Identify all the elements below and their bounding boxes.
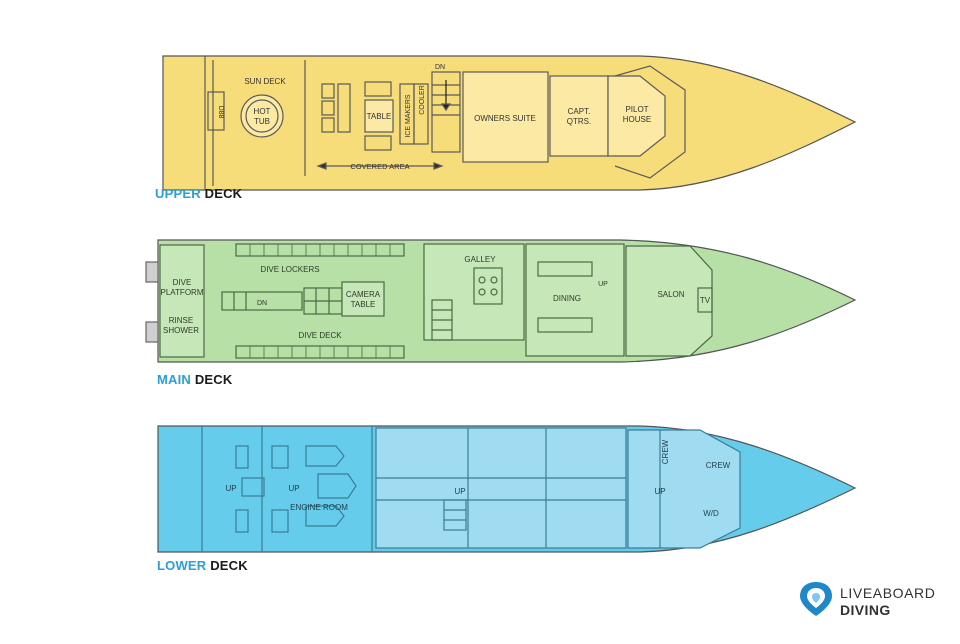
main-deck-title: MAIN DECK [157, 372, 232, 387]
main-deck-title-word: DECK [194, 372, 233, 387]
salon-room [625, 245, 713, 357]
hot-tub-label-2: TUB [254, 117, 270, 126]
ice-makers-label: ICE MAKERS [405, 94, 412, 138]
lower-deck-title: LOWER DECK [157, 558, 248, 573]
engine-room-label: ENGINE ROOM [290, 503, 348, 512]
wd-label: W/D [703, 509, 719, 518]
pilot-house [607, 75, 666, 157]
owners-suite-room [462, 71, 549, 163]
dive-platform-label-1: DIVE [173, 278, 192, 287]
tv-label: TV [700, 296, 711, 305]
main-deck-labels: DIVE PLATFORM RINSE SHOWER DIVE LOCKERS … [161, 255, 711, 340]
lower-up-label-3: UP [454, 487, 465, 496]
dive-platform-label-2: PLATFORM [161, 288, 204, 297]
galley-label: GALLEY [464, 255, 496, 264]
main-deck-title-highlight: MAIN [157, 372, 192, 387]
hot-tub-label-1: HOT [254, 107, 271, 116]
camera-table [341, 281, 385, 317]
salon-label: SALON [657, 290, 684, 299]
covered-area-label: COVERED AREA [350, 162, 409, 171]
lower-up-label-4: UP [654, 487, 665, 496]
main-deck-plan [145, 239, 857, 363]
upper-deck-title-highlight: UPPER [155, 186, 201, 201]
hull-mark-label: D88 [217, 106, 224, 119]
dive-deck-label: DIVE DECK [298, 331, 342, 340]
lower-deck-title-highlight: LOWER [157, 558, 207, 573]
crew-quarters [627, 429, 741, 549]
upper-deck-title: UPPER DECK [155, 186, 242, 201]
owners-suite-label: OWNERS SUITE [474, 114, 536, 123]
liveaboard-diving-logo-icon [800, 582, 832, 616]
rinse-shower-label-2: SHOWER [163, 326, 199, 335]
capt-label-2: QTRS. [567, 117, 591, 126]
table-label: TABLE [367, 112, 392, 121]
cooler-label: COOLER [419, 85, 426, 115]
pilot-label-1: PILOT [625, 105, 648, 114]
lower-up-label-2: UP [288, 484, 299, 493]
logo-line1: LIVEABOARD [840, 585, 936, 601]
dining-label: DINING [553, 294, 581, 303]
liveaboard-diving-logo: LIVEABOARD DIVING [796, 580, 956, 620]
lower-deck-title-word: DECK [210, 558, 248, 573]
lower-up-label-1: UP [225, 484, 236, 493]
dive-lockers-label: DIVE LOCKERS [260, 265, 319, 274]
lower-deck-labels: UP UP UP UP ENGINE ROOM CREW CREW W/D [225, 439, 730, 518]
upper-deck-labels: SUN DECK HOT TUB TABLE ICE MAKERS COOLER… [217, 64, 651, 171]
capt-label-1: CAPT. [568, 107, 591, 116]
hot-tub [240, 94, 284, 138]
camera-table-label-2: TABLE [351, 300, 376, 309]
upper-deck-plan [162, 55, 857, 191]
dining-room [525, 243, 625, 357]
rinse-shower-label-1: RINSE [169, 316, 193, 325]
logo-line2: DIVING [840, 602, 891, 618]
crew-label-2: CREW [706, 461, 731, 470]
sun-deck-label: SUN DECK [244, 77, 286, 86]
pilot-label-2: HOUSE [623, 115, 651, 124]
main-dn-label: DN [257, 300, 267, 307]
cabins-block [375, 427, 627, 549]
capt-qtrs-room [549, 75, 609, 157]
lower-deck-plan [157, 425, 857, 553]
crew-label-1: CREW [661, 439, 670, 464]
upper-dn-label: DN [435, 64, 445, 71]
camera-table-label-1: CAMERA [346, 290, 381, 299]
upper-deck-title-word: DECK [204, 186, 243, 201]
main-up-label: UP [598, 281, 608, 288]
